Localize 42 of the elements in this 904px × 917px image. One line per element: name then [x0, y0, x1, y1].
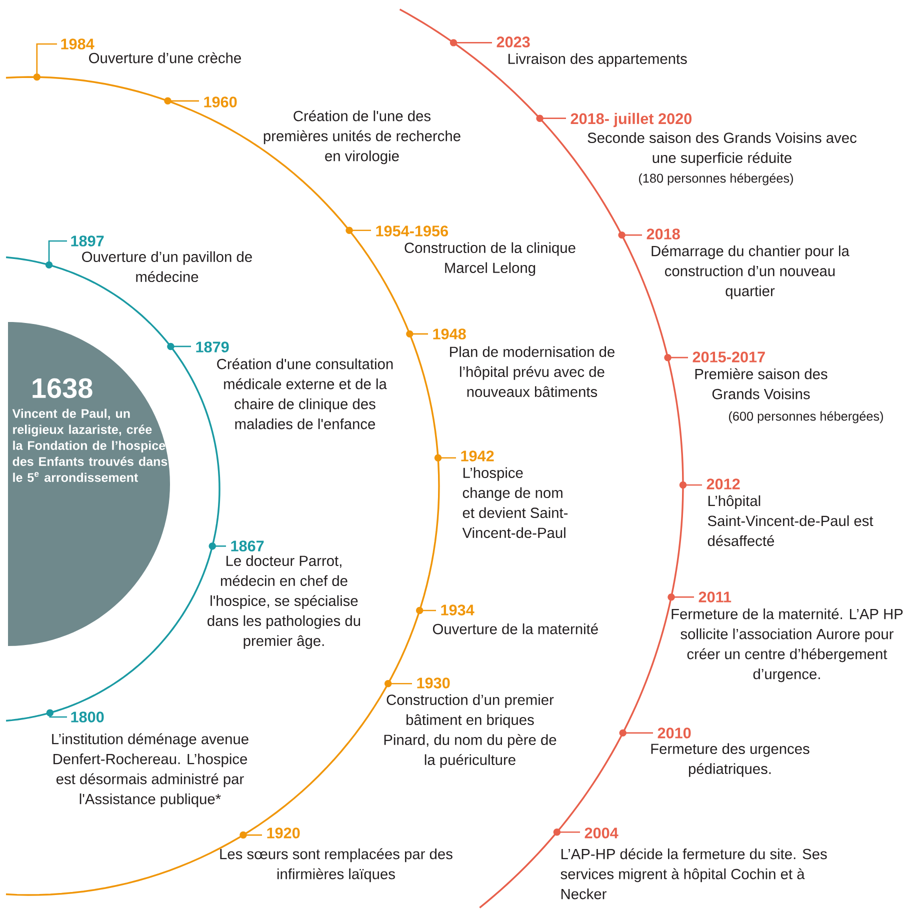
- event-text: Fermeture des urgences pédiatriques.: [651, 743, 810, 777]
- event-text: L’institution déménage avenue Denfert-Rochereau. L’hospice est désormais administré par l'Assistance publique*: [52, 733, 248, 808]
- event-text: Démarrage du chantier pour la construction d’un nouveau quartier: [652, 245, 850, 300]
- year-label: 1867: [231, 540, 264, 552]
- event-text: (600 personnes hébergées): [729, 411, 883, 424]
- year-label: 2011: [698, 592, 732, 602]
- year-label: 2018: [646, 228, 680, 240]
- event-text: Construction d’un premier bâtiment en briques Pinard, du nom du père de la puériculture: [384, 694, 556, 768]
- event-text: L’AP-HP décide la fermeture du site. Ses services migrent à hôpital Cochin et à Necker: [560, 848, 827, 900]
- year-label: 1879: [196, 342, 229, 352]
- event-text: Construction de la clinique Marcel Lelong: [404, 242, 576, 276]
- year-label: 1948: [433, 328, 466, 340]
- event-text: Première saison des Grands Voisins: [695, 368, 828, 400]
- year-label: 1934: [441, 604, 474, 616]
- event-text: Création d'une consultation médicale externe et de la chaire de clinique des maladies de l'enfance: [217, 358, 393, 430]
- year-label: 2023: [496, 36, 530, 48]
- year-label: 1800: [71, 712, 104, 722]
- year-label: 2015-2017: [692, 352, 765, 362]
- year-label: 2004: [584, 828, 618, 838]
- event-text: L’hôpital Saint-Vincent-de-Paul est désaffecté: [708, 495, 874, 546]
- year-label: 1930: [417, 678, 450, 688]
- event-text: Livraison des appartements: [508, 53, 687, 67]
- event-text: Les sœurs sont remplacées par des infirmières laïques: [220, 848, 452, 882]
- event-text: (180 personnes hébergées): [639, 173, 793, 186]
- event-text: Création de l'une des premières unités de recherche en virologie: [264, 110, 460, 164]
- event-text: Fermeture de la maternité. L’AP HP sollicite l’association Aurore pour créer un centre d’hébergement d’urgence.: [672, 608, 903, 682]
- event-text: Plan de modernisation de l’hôpital prévu avec de nouveaux bâtiments: [450, 346, 614, 398]
- year-label: 1897: [71, 236, 104, 246]
- year-label: 1954-1956: [376, 226, 448, 236]
- event-text: Ouverture de la maternité: [432, 623, 598, 634]
- year-label: 1942: [461, 450, 494, 462]
- event-text: Seconde saison des Grands Voisins avec une superficie réduite: [588, 132, 856, 166]
- year-label: 1984: [61, 38, 94, 50]
- year-label: 2012: [706, 478, 740, 490]
- year-label: 2010: [658, 728, 691, 738]
- year-label: 1920: [267, 828, 300, 838]
- event-text: Le docteur Parrot, médecin en chef de l'hospice, se spécialise dans les pathologies du premier âge.: [208, 555, 360, 649]
- year-label: 2018- juillet 2020: [570, 112, 692, 128]
- event-text: L’hospice change de nom et devient Saint-Vincent-de-Paul: [462, 467, 568, 538]
- event-text: Ouverture d’un pavillon de médecine: [82, 251, 252, 282]
- year-label: 1960: [204, 96, 237, 108]
- event-text: Ouverture d’une crèche: [89, 52, 241, 64]
